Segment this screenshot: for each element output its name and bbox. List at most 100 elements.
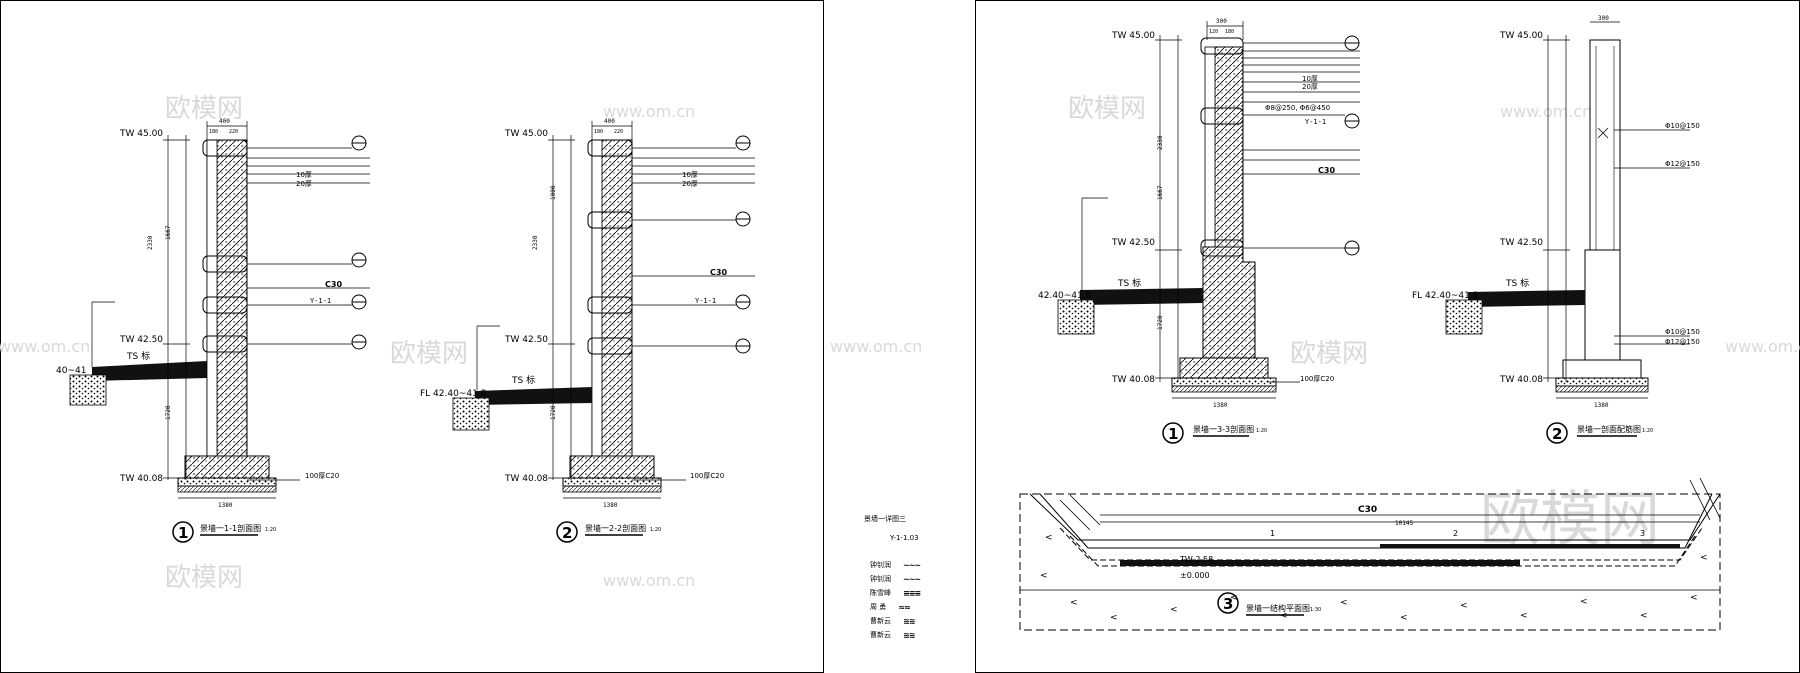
top-subdim: 120 [1209,29,1218,35]
base-note: 100厚C20 [305,472,339,480]
axis-mark: 2 [1453,529,1458,538]
callout-code: Y-1-1 [310,297,331,305]
legend-label: 曹新云 [870,617,891,625]
watermark-cn: 欧模网 [390,339,468,369]
wall-lower-outline [1584,249,1621,361]
watermark-cn: 欧模网 [1068,94,1146,124]
level-top: TW 45.00 [1499,31,1543,41]
wall-body [1214,46,1244,248]
level-bottom: TW 40.08 [504,474,548,484]
axis-mark: 1 [1270,529,1275,538]
base-note: 100厚C20 [690,472,724,480]
section-title: 景墙一2-2剖面图 [585,523,646,533]
section-title: 景墙一1-1剖面图 [200,523,261,533]
stone-cladding [206,139,218,457]
callout-note: 20厚 [1302,83,1318,91]
paving-slab [475,387,592,405]
section-badge [556,521,578,543]
wall-outline [1589,39,1621,251]
edge-block [1057,299,1095,335]
dim-vertical: 1667 [1157,185,1164,200]
section-badge [1217,592,1239,614]
level-mid: TW 42.50 [1499,238,1543,248]
section-2-2: Y-1-1 10厚 20厚 C30 100厚C20 400 180 220 10… [420,118,755,543]
legend-symbol: ≈≈ [898,602,910,612]
footing [569,455,655,479]
ts-label: TS 标 [1505,277,1529,289]
base-layer [177,477,277,487]
concrete-note: C30 [325,280,342,289]
level-bottom: TW 40.08 [1499,375,1543,385]
section-badge-number: 1 [178,524,188,542]
legend-symbol: ≋≋ [903,616,915,626]
legend-row: 陈雪峰 ≡≡≡ [870,588,921,598]
soil-layer [1171,385,1277,393]
callout-note: 20厚 [296,180,312,188]
section-badge-number: 1 [1168,425,1178,443]
edge-block [69,374,107,406]
section-title: 景墙一3-3剖面图 [1193,424,1254,434]
rebar-label: Φ12@150 [1665,338,1700,346]
soil-layer [562,485,662,493]
callout-note: 10厚 [1302,75,1318,83]
wall-strip [1120,560,1520,566]
base-dim: 1380 [218,502,233,509]
stone-cladding [1204,46,1216,248]
legend-row: 曹新云 ≋≋ [870,630,915,640]
section-scale: 1:20 [1642,428,1653,434]
top-subdim: 180 [594,129,603,135]
legend-code: Y-1-1.03 [890,534,919,542]
wall-line [1029,493,1721,541]
level-bottom: TW 40.08 [1111,375,1155,385]
edge-block [452,397,490,431]
rebar-label: Φ10@150 [1665,122,1700,130]
axis-mark: 3 [1640,529,1645,538]
dim-vertical: 1720 [550,405,557,420]
ts-label: TS 标 [126,350,150,362]
edge-block [1445,299,1483,335]
section-badge [1546,422,1568,444]
concrete-note: C30 [1318,166,1335,175]
top-subdim: 220 [229,129,238,135]
watermark-url: www.om.cn [0,337,90,356]
base-layer [1171,377,1277,387]
callout-note: 10厚 [296,171,312,179]
legend-row: 钟钊润 ~~~ [870,560,921,570]
watermark-cn-large: 欧模网 [1480,485,1660,555]
plan-dim: 10145 [1395,520,1413,527]
ts-label: TS 标 [1117,277,1141,289]
svg-text:<: < [1045,533,1053,543]
svg-text:<: < [1070,598,1078,608]
top-subdim: 180 [209,129,218,135]
soil-layer [177,485,277,493]
svg-text:<: < [1170,605,1178,615]
svg-text:<: < [1520,611,1528,621]
paving-slab [92,361,207,381]
level-mid: TW 42.50 [119,335,163,345]
section-title: 景墙一结构平面图 [1246,603,1310,613]
dim-vertical: 1720 [1157,315,1164,330]
section-1-1: Y-1-1 10厚 20厚 C30 100厚C20 400 180 220 16… [56,118,370,543]
plan-level: TW 2.58 [1179,555,1213,564]
svg-text:<: < [1580,597,1588,607]
section-title: 景墙一剖面配筋图 [1577,424,1641,434]
legend-label: 曹新云 [870,631,891,639]
legend-symbol: ≡≡≡ [903,588,921,598]
level-bottom: TW 40.08 [119,474,163,484]
svg-text:<: < [1110,613,1118,623]
svg-text:<: < [1230,593,1238,603]
plan-datum: ±0.000 [1180,571,1210,580]
legend-title: 景墙一详图三 [864,515,906,523]
legend-label: 陈雪峰 [870,589,891,597]
base-dim: 1380 [1594,402,1609,409]
paving-slab [1468,290,1585,307]
callout-bubble [1200,107,1244,125]
wall-lower [1202,246,1256,359]
paving-slab [1080,288,1203,305]
legend-row: 曹新云 ≋≋ [870,616,915,626]
section-scale: 1:30 [1310,607,1321,613]
section-badge [1162,422,1184,444]
section-rebar: Φ10@150 Φ12@150 Φ10@150 Φ12@150 300 1380… [1412,15,1700,444]
legend-label: 钟钊润 [870,575,891,583]
top-dim: 400 [219,118,230,125]
